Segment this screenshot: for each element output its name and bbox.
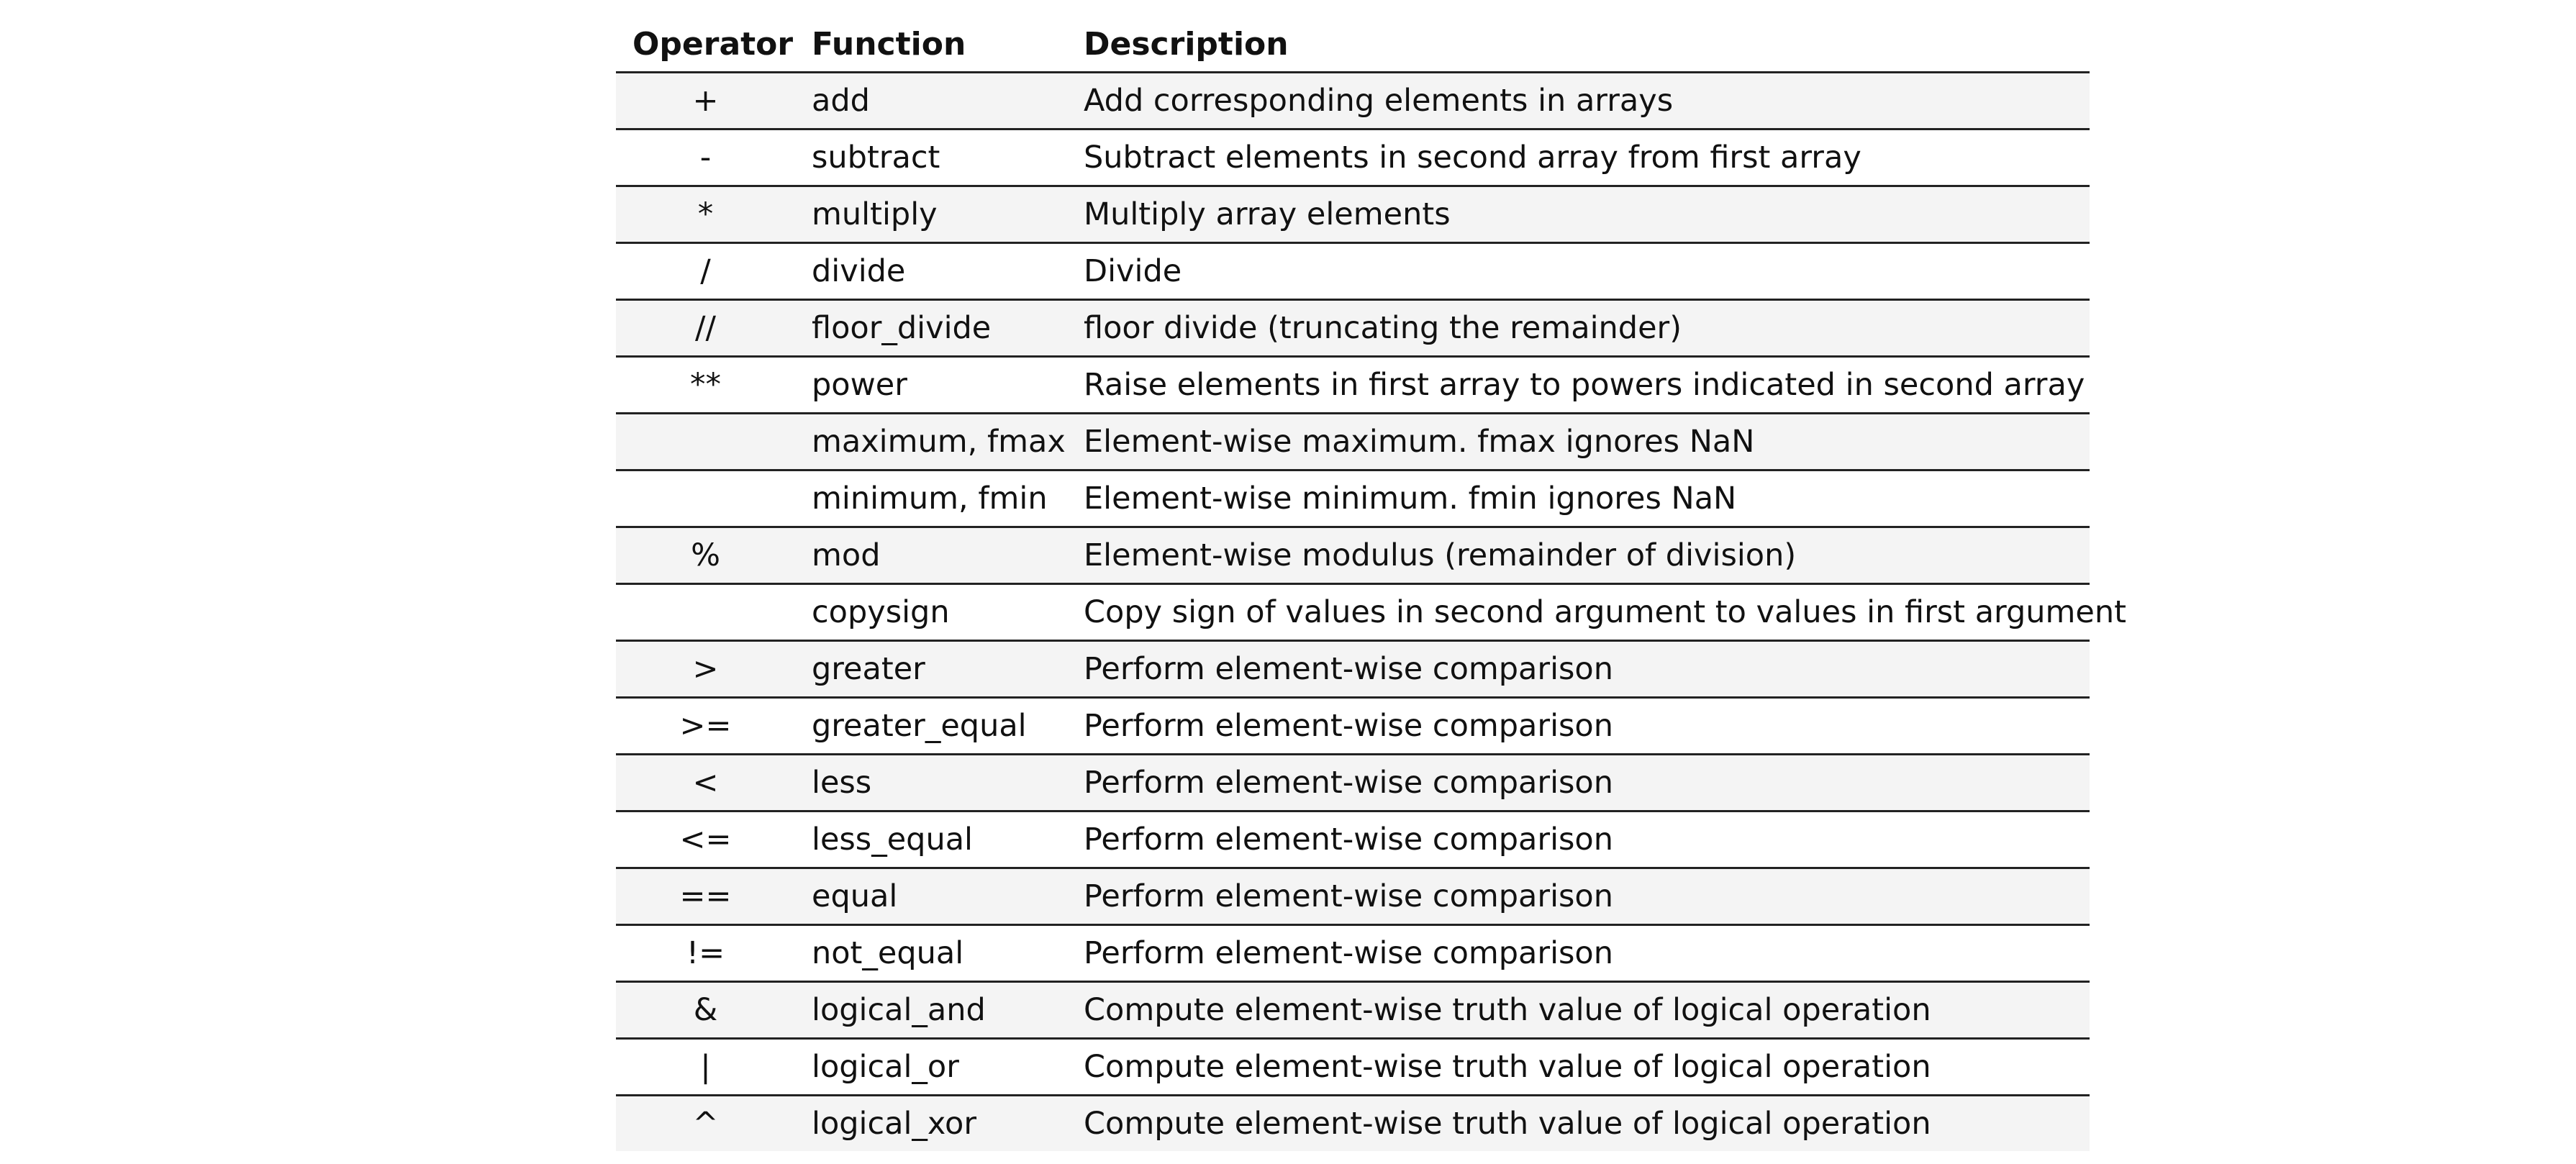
description-cell: Compute element-wise truth value of logi…: [1067, 981, 2090, 1040]
operator-cell: -: [616, 129, 795, 187]
description-cell: Subtract elements in second array from f…: [1067, 129, 2090, 187]
function-cell: equal: [795, 868, 1067, 926]
operator-cell: <: [616, 754, 795, 812]
description-cell: Perform element-wise comparison: [1067, 754, 2090, 812]
description-cell: Multiply array elements: [1067, 186, 2090, 244]
description-cell: Element-wise maximum. fmax ignores NaN: [1067, 413, 2090, 471]
operator-cell: ^: [616, 1095, 795, 1151]
operator-cell: >: [616, 640, 795, 699]
operator-cell: [616, 583, 795, 642]
header-row: Operator Function Description: [616, 17, 2090, 73]
function-cell: multiply: [795, 186, 1067, 244]
operator-cell: [616, 413, 795, 471]
operator-cell: >=: [616, 697, 795, 755]
function-cell: less_equal: [795, 811, 1067, 869]
description-cell: Element-wise minimum. fmin ignores NaN: [1067, 470, 2090, 528]
header-description: Description: [1067, 17, 2090, 73]
operator-cell: [616, 470, 795, 528]
operator-cell: %: [616, 527, 795, 585]
function-cell: maximum, fmax: [795, 413, 1067, 471]
operator-cell: **: [616, 356, 795, 414]
function-cell: minimum, fmin: [795, 470, 1067, 528]
function-cell: logical_xor: [795, 1095, 1067, 1151]
description-cell: Element-wise modulus (remainder of divis…: [1067, 527, 2090, 585]
function-cell: power: [795, 356, 1067, 414]
operator-cell: <=: [616, 811, 795, 869]
description-cell: Perform element-wise comparison: [1067, 924, 2090, 983]
function-cell: logical_or: [795, 1038, 1067, 1096]
function-cell: floor_divide: [795, 299, 1067, 358]
function-cell: logical_and: [795, 981, 1067, 1040]
description-cell: Perform element-wise comparison: [1067, 811, 2090, 869]
operator-cell: /: [616, 242, 795, 301]
description-cell: Perform element-wise comparison: [1067, 640, 2090, 699]
function-cell: greater_equal: [795, 697, 1067, 755]
operator-cell: &: [616, 981, 795, 1040]
function-cell: add: [795, 72, 1067, 130]
operator-cell: //: [616, 299, 795, 358]
function-cell: less: [795, 754, 1067, 812]
operator-cell: !=: [616, 924, 795, 983]
description-cell: Perform element-wise comparison: [1067, 868, 2090, 926]
description-cell: Divide: [1067, 242, 2090, 301]
function-cell: divide: [795, 242, 1067, 301]
operator-cell: *: [616, 186, 795, 244]
function-cell: not_equal: [795, 924, 1067, 983]
header-function: Function: [795, 17, 1067, 73]
description-cell: Perform element-wise comparison: [1067, 697, 2090, 755]
operator-cell: |: [616, 1038, 795, 1096]
function-cell: copysign: [795, 583, 1067, 642]
function-cell: mod: [795, 527, 1067, 585]
operator-cell: ==: [616, 868, 795, 926]
function-cell: greater: [795, 640, 1067, 699]
header-operator: Operator: [616, 17, 795, 73]
description-cell: floor divide (truncating the remainder): [1067, 299, 2090, 358]
table-header: Operator Function Description: [616, 17, 2090, 73]
description-cell: Compute element-wise truth value of logi…: [1067, 1038, 2090, 1096]
operator-cell: +: [616, 72, 795, 130]
description-cell: Compute element-wise truth value of logi…: [1067, 1095, 2090, 1151]
function-cell: subtract: [795, 129, 1067, 187]
description-cell: Copy sign of values in second argument t…: [1067, 583, 2126, 642]
description-cell: Raise elements in first array to powers …: [1067, 356, 2090, 414]
description-cell: Add corresponding elements in arrays: [1067, 72, 2090, 130]
